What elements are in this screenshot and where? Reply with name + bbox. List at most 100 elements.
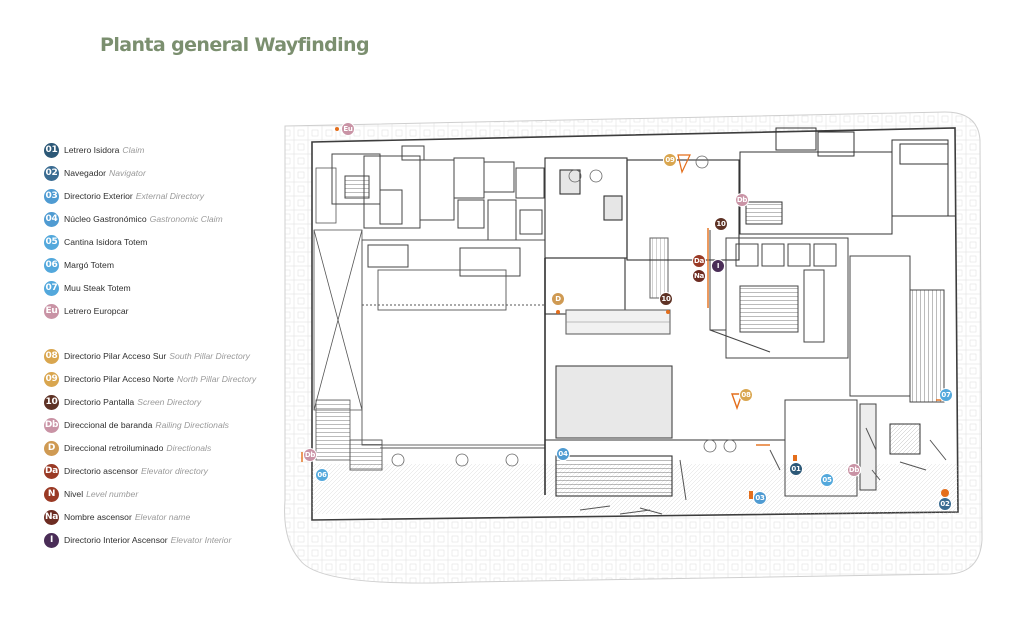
legend-english: Elevator Interior xyxy=(170,535,232,545)
map-marker-badge: Db xyxy=(847,463,861,477)
map-marker: Da xyxy=(692,254,706,268)
map-marker: Na xyxy=(692,269,706,283)
legend-badge: 01 xyxy=(44,142,59,158)
map-marker: Db xyxy=(847,463,861,477)
legend-item: Eu Letrero Europcar xyxy=(44,303,129,319)
legend-english: External Directory xyxy=(135,191,205,201)
legend-label: Letrero Europcar xyxy=(64,306,129,316)
legend-label: Directorio ascensor xyxy=(64,466,139,476)
legend-label: Nivel xyxy=(64,489,84,499)
legend-item: 05 Cantina Isidora Totem xyxy=(44,234,147,250)
legend-badge: 02 xyxy=(44,165,59,181)
map-marker: 01 xyxy=(789,462,803,476)
legend-label: Muu Steak Totem xyxy=(64,283,131,293)
legend-label: Direccional de baranda xyxy=(64,420,153,430)
legend-badge: Da xyxy=(44,463,59,479)
legend-english: North Pillar Directory xyxy=(176,374,257,384)
legend-english: Directionals xyxy=(166,443,212,453)
legend-english: Gastronomic Claim xyxy=(149,214,223,224)
legend-item: 07 Muu Steak Totem xyxy=(44,280,131,296)
legend-badge: N xyxy=(44,486,59,502)
legend-english: Navigator xyxy=(109,168,146,178)
legend-label: Direccional retroiluminado xyxy=(64,443,164,453)
central-block xyxy=(544,157,785,497)
map-marker: 06 xyxy=(315,468,329,482)
legend-english: Level number xyxy=(86,489,139,499)
map-marker: 02 xyxy=(938,497,952,511)
map-marker-badge: 10 xyxy=(659,292,673,306)
map-marker-badge: 07 xyxy=(939,388,953,402)
map-marker-badge: 01 xyxy=(789,462,803,476)
legend-badge: Na xyxy=(44,509,59,525)
southeast-plaza xyxy=(579,399,947,515)
map-marker: 09 xyxy=(663,153,677,167)
legend-badge: 09 xyxy=(44,371,59,387)
map-marker-badge: 03 xyxy=(753,491,767,505)
legend-english: Elevator name xyxy=(134,512,191,522)
legend-badge: 07 xyxy=(44,280,59,296)
legend-english: Railing Directionals xyxy=(155,420,229,430)
legend-label: Directorio Pilar Acceso Sur xyxy=(64,351,167,361)
legend-english: Elevator directory xyxy=(141,466,208,476)
west-zone xyxy=(313,167,363,461)
northeast-block xyxy=(739,127,955,235)
legend-label: Directorio Pilar Acceso Norte xyxy=(64,374,174,384)
legend-badge: Eu xyxy=(44,303,59,319)
legend-label: Margó Totem xyxy=(64,260,114,270)
legend-badge: 03 xyxy=(44,188,59,204)
legend-badge: I xyxy=(44,532,59,548)
legend-badge: Db xyxy=(44,417,59,433)
legend-english: Claim xyxy=(122,145,145,155)
legend-label: Directorio Exterior xyxy=(64,191,133,201)
map-marker-badge: Eu xyxy=(341,122,355,136)
map-marker: I xyxy=(711,259,725,273)
map-marker-badge: Db xyxy=(735,193,749,207)
legend-badge: 06 xyxy=(44,257,59,273)
map-marker-badge: Na xyxy=(692,269,706,283)
map-marker: Db xyxy=(303,448,317,462)
legend-item: 06 Margó Totem xyxy=(44,257,114,273)
legend-label: Directorio Pantalla xyxy=(64,397,135,407)
legend-badge: 05 xyxy=(44,234,59,250)
map-marker-badge: 05 xyxy=(820,473,834,487)
legend-label: Directorio Interior Ascensor xyxy=(64,535,168,545)
legend-label: Navegador xyxy=(64,168,107,178)
map-marker-badge: 04 xyxy=(556,447,570,461)
map-marker: 03 xyxy=(753,491,767,505)
map-marker: 10 xyxy=(714,217,728,231)
map-marker: 07 xyxy=(939,388,953,402)
map-marker: Db xyxy=(735,193,749,207)
legend-label: Nombre ascensor xyxy=(64,512,132,522)
map-marker: 08 xyxy=(739,388,753,402)
page-title: Planta general Wayfinding xyxy=(100,34,370,56)
legend-badge: D xyxy=(44,440,59,456)
map-marker-badge: 02 xyxy=(938,497,952,511)
map-marker: 10 xyxy=(659,292,673,306)
legend-badge: 10 xyxy=(44,394,59,410)
legend-label: Letrero Isidora xyxy=(64,145,120,155)
map-marker-badge: 08 xyxy=(739,388,753,402)
map-marker-badge: Db xyxy=(303,448,317,462)
map-marker-badge: 09 xyxy=(663,153,677,167)
legend-english: South Pillar Directory xyxy=(169,351,250,361)
map-marker: 04 xyxy=(556,447,570,461)
map-marker: 05 xyxy=(820,473,834,487)
legend-label: Cantina Isidora Totem xyxy=(64,237,148,247)
map-marker: Eu xyxy=(341,122,355,136)
legend-badge: 08 xyxy=(44,348,59,364)
map-marker: D xyxy=(551,292,565,306)
map-marker-badge: I xyxy=(711,259,725,273)
map-marker-badge: 10 xyxy=(714,217,728,231)
